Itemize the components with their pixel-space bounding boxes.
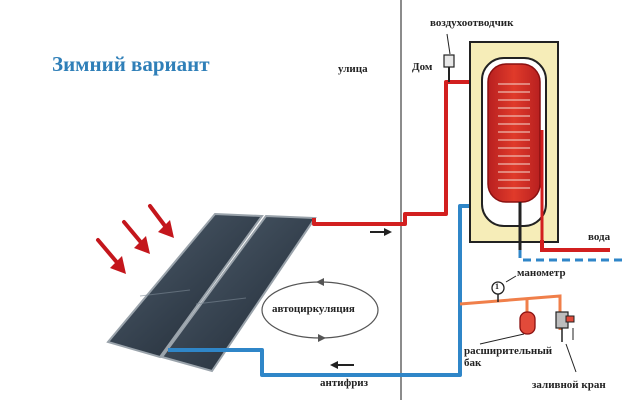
label-street: улица — [338, 63, 368, 75]
sun-ray-arrow — [96, 238, 126, 274]
sun-ray-arrow — [148, 204, 174, 238]
hot-supply-pipe — [312, 80, 476, 226]
cold-water-inlet — [518, 250, 626, 262]
label-air-vent: воздухоотводчик — [430, 17, 514, 29]
label-manometer: манометр — [517, 267, 566, 279]
expansion-tank-icon — [519, 311, 536, 335]
solar-panel-left — [106, 212, 264, 359]
label-water: вода — [588, 231, 611, 243]
label-expansion-tank: расширительный бак — [464, 345, 553, 369]
sun-ray-arrows — [96, 204, 174, 274]
label-expansion-tank-line1: расширительный — [464, 345, 553, 357]
label-expansion-tank-line2: бак — [464, 356, 482, 369]
flow-arrow-supply — [370, 228, 392, 236]
sun-ray-arrow — [122, 220, 150, 254]
flow-arrow-return — [330, 361, 354, 369]
label-fill-valve: заливной кран — [532, 379, 606, 391]
hot-water-outlet — [540, 240, 610, 252]
manometer-symbol: 1 — [495, 282, 499, 291]
cold-return-pipe — [168, 204, 494, 377]
solar-panel-right — [160, 214, 317, 373]
heat-exchanger-coil — [487, 63, 541, 203]
manometer-icon — [491, 275, 517, 302]
safety-group — [459, 294, 562, 330]
air-vent-icon — [443, 33, 455, 82]
circulation-loop — [261, 278, 379, 342]
diagram-title: Зимний вариант — [52, 52, 210, 76]
solar-collector — [106, 212, 317, 373]
label-circulation: автоциркуляция — [272, 303, 355, 315]
storage-tank — [469, 41, 559, 250]
label-antifreeze: антифриз — [320, 377, 369, 389]
fill-valve-icon — [555, 311, 575, 342]
label-house: Дом — [412, 61, 433, 73]
